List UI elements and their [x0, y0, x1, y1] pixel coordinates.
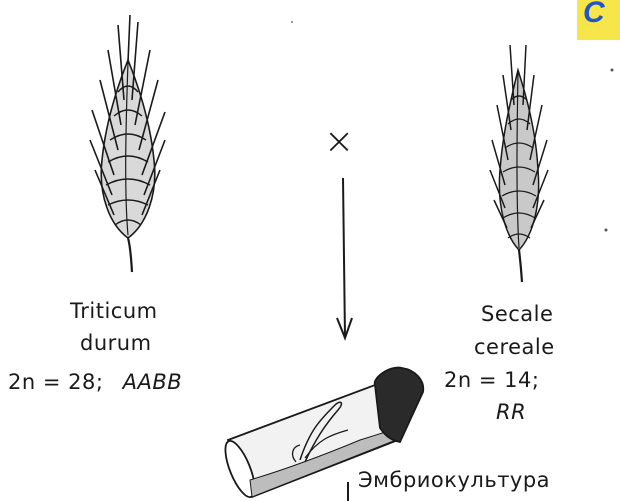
right-genus-label: Secale — [481, 302, 553, 326]
left-chromosome-count: 2n = 28; — [8, 370, 103, 394]
corner-badge-letter: С — [583, 0, 605, 30]
cross-symbol: × — [324, 124, 354, 160]
left-genus-label: Triticum — [70, 299, 158, 323]
down-arrow-icon — [337, 178, 352, 338]
secale-cereale-ear — [490, 45, 548, 282]
speck — [611, 69, 614, 72]
right-species-label: cereale — [474, 335, 555, 359]
corner-badge: С — [577, 0, 620, 40]
triticum-durum-ear — [90, 15, 165, 272]
left-chromosome-label: 2n = 28; AABB — [8, 370, 182, 394]
right-chromosome-count: 2n = 14; — [444, 368, 539, 392]
embryo-culture-label: Эмбриокультура — [358, 468, 550, 492]
left-genome-formula: AABB — [123, 370, 183, 394]
left-species-label: durum — [80, 331, 152, 355]
speck — [605, 229, 608, 232]
speck — [291, 21, 293, 23]
right-genome-formula: RR — [496, 400, 526, 424]
